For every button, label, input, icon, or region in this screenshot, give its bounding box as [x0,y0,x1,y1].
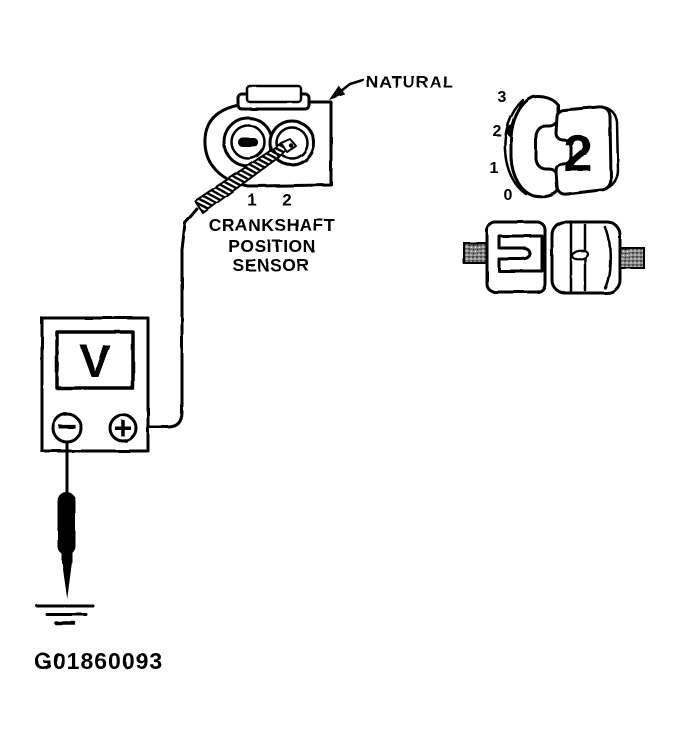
harness-connectors [463,220,645,295]
sensor-caption-line1: CRANKSHAFT [209,215,336,235]
right-harness-wire [619,247,645,269]
ground-probe-needle [62,562,72,599]
dial-knob [509,95,560,199]
female-connector-shoulder [603,225,612,290]
voltmeter-display-symbol: V [80,335,111,387]
dial-setting-plate [554,105,613,196]
terminal-2-label: 2 [282,191,291,210]
connector-lock-tab [245,84,303,104]
terminal-1-label: 1 [247,191,256,210]
dial-setting-value: 2 [564,125,593,183]
probe-tip-point [288,143,294,148]
test-probe [194,138,297,214]
left-harness-wire [463,242,489,264]
ground-probe [57,492,76,599]
leader-line [339,78,365,93]
positive-terminal [108,413,138,443]
arrowhead-icon [329,85,346,100]
sensor-caption-line3: SENSOR [233,255,310,275]
rotary-dial: 3 2 1 0 2 [490,89,620,204]
female-connector-latch-hole [570,249,590,261]
dial-setting-plate-edge [600,105,620,191]
probe-tip [280,138,297,153]
positive-lead-wire [135,207,199,429]
figure-id-label: G01860093 [34,648,163,674]
ground-icon [35,604,95,625]
negative-terminal-symbol: − [57,408,77,446]
dial-scale-2: 2 [493,123,502,140]
natural-label: NATURAL [366,73,454,92]
dial-scale-3: 3 [498,89,507,106]
diagram-art: 1 2 NATURAL CRANKSHAFT POSITION SENSOR [34,73,645,674]
male-connector-keyway [497,234,544,273]
natural-callout: NATURAL [329,73,454,100]
sensor-caption-line2: POSITION [228,236,316,256]
voltmeter-display [55,330,135,390]
voltmeter: V − + [40,316,150,453]
ground-probe-body [57,492,76,555]
dial-scale-0: 0 [504,187,513,204]
sensor-caption: CRANKSHAFT POSITION SENSOR [209,215,336,275]
ground-probe-collar [61,551,73,563]
positive-terminal-symbol: + [114,410,133,446]
dial-scale-1: 1 [490,160,499,177]
terminal-1-slot [238,137,258,147]
